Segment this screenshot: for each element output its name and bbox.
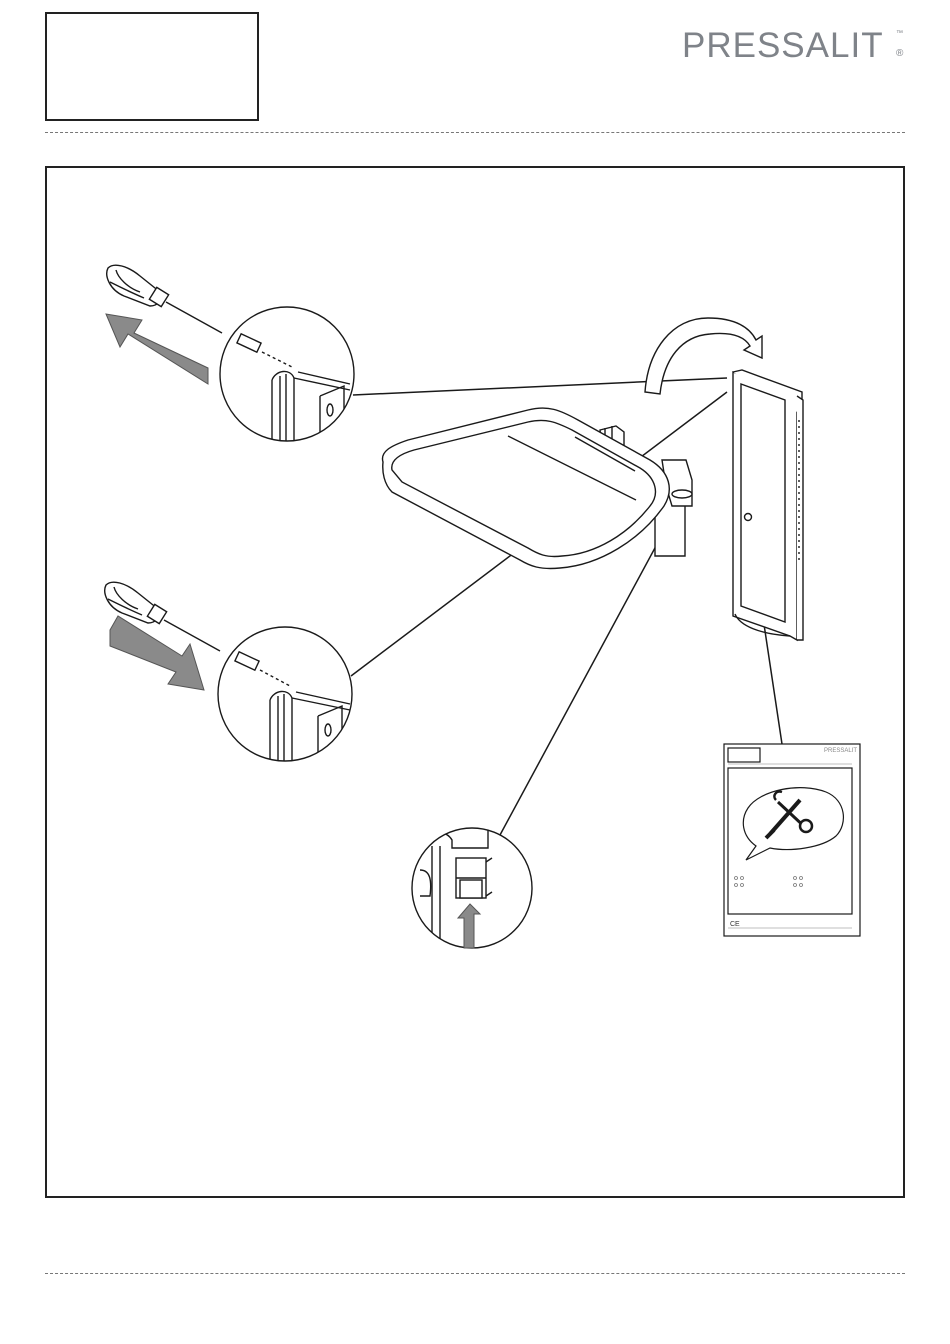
detail-circle-screw-in: [218, 627, 352, 770]
wall-bracket: [733, 370, 803, 640]
shower-seat: [382, 408, 692, 568]
detail-circle-screw-out: [220, 307, 354, 450]
arrow-pull-left: [106, 314, 208, 384]
ce-mark: CE: [730, 921, 740, 928]
manual-brand: PRESSALIT: [824, 748, 857, 754]
manual-card: [724, 744, 860, 936]
arrow-push-right: [110, 616, 204, 690]
detail-circle-lift: [412, 828, 532, 950]
